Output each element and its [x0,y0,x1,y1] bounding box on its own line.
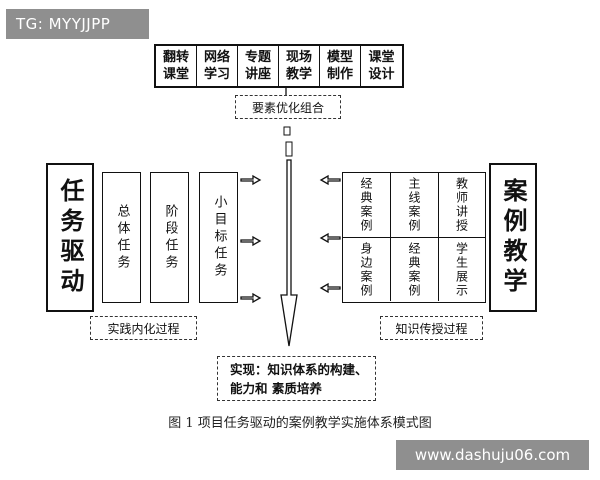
case-nearby: 身边案例 [343,238,391,301]
task-small-goal: 小目标任务 [199,172,238,303]
method-online-learning: 网络学习 [197,46,238,86]
method-topic-lecture: 专题讲座 [238,46,279,86]
outcome-line-1: 实现：知识体系的构建、 [230,362,368,377]
task-stage: 阶段任务 [150,172,189,303]
case-classic-2: 经典案例 [391,238,439,301]
method-flipped-classroom: 翻转课堂 [156,46,197,86]
case-classic-1: 经典案例 [343,173,391,238]
task-driven-box: 任务驱动 [46,163,94,312]
case-student-show: 学生展示 [454,241,469,298]
practice-internalization-box: 实践内化过程 [90,316,197,340]
teaching-methods-row: 翻转课堂 网络学习 专题讲座 现场教学 模型制作 课堂设计 [154,44,404,88]
knowledge-transfer-box: 知识传授过程 [380,316,483,340]
left-arrow-2 [240,235,262,247]
case-teacher-lecture: 教师讲授 [439,173,485,238]
outcome-box: 实现：知识体系的构建、 能力和 素质培养 [217,356,376,401]
watermark-top-left: TG: MYYJJPP [6,9,149,39]
left-arrow-3 [240,292,262,304]
case-grid: 经典案例 主线案例 教师讲授 身边案例 经典案例 学生展示 [342,172,486,303]
left-arrow-1 [240,174,262,186]
method-model-making: 模型制作 [320,46,361,86]
outcome-line-2: 能力和 素质培养 [230,381,322,396]
right-arrow-1 [319,174,341,186]
right-arrow-3 [319,282,341,294]
method-class-design: 课堂设计 [368,50,395,82]
case-mainline: 主线案例 [391,173,439,238]
right-arrow-2 [319,232,341,244]
small-square-1 [283,126,291,136]
case-teaching-box: 案例教学 [489,163,537,312]
task-overall: 总体任务 [102,172,141,303]
element-optimization-box: 要素优化组合 [235,95,341,119]
figure-caption: 图 1 项目任务驱动的案例教学实施体系模式图 [168,416,432,431]
small-square-2 [285,141,293,157]
method-onsite-teaching: 现场教学 [279,46,320,86]
watermark-bottom-right: www.dashuju06.com [396,440,589,470]
central-down-arrow [280,159,298,347]
